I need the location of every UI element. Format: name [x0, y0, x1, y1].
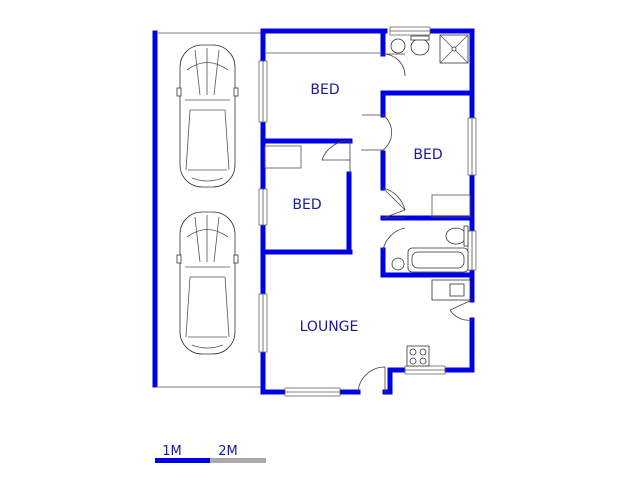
basin-icon: [391, 257, 405, 271]
door: [382, 53, 406, 77]
interior-walls: [260, 28, 475, 303]
toilet-icon: [445, 227, 467, 245]
scale-segment-1: [155, 458, 210, 463]
room-label-lounge: LOUNGE: [300, 319, 359, 335]
door: [449, 299, 473, 321]
scale-segment-2: [210, 458, 266, 463]
scale-label-1m: 1M: [162, 444, 182, 459]
carport: [152, 30, 262, 388]
fixtures: [264, 34, 471, 367]
door: [361, 114, 392, 151]
door: [382, 187, 406, 219]
scale-label-2m: 2M: [218, 444, 238, 459]
cupboard: [431, 194, 471, 218]
door: [382, 217, 406, 251]
room-label-bed: BED: [310, 82, 339, 98]
car-icon: [176, 44, 239, 188]
scale-bar: 1M 2M: [155, 444, 266, 463]
windows: [258, 26, 477, 397]
doors: [321, 53, 473, 395]
door: [357, 366, 386, 395]
basin-icon: [390, 38, 406, 54]
car-icon: [176, 211, 239, 355]
door: [321, 140, 351, 174]
cupboard: [264, 145, 302, 169]
room-label-bed: BED: [292, 197, 321, 213]
toilet-icon: [410, 38, 430, 56]
room-label-bed: BED: [413, 147, 442, 163]
